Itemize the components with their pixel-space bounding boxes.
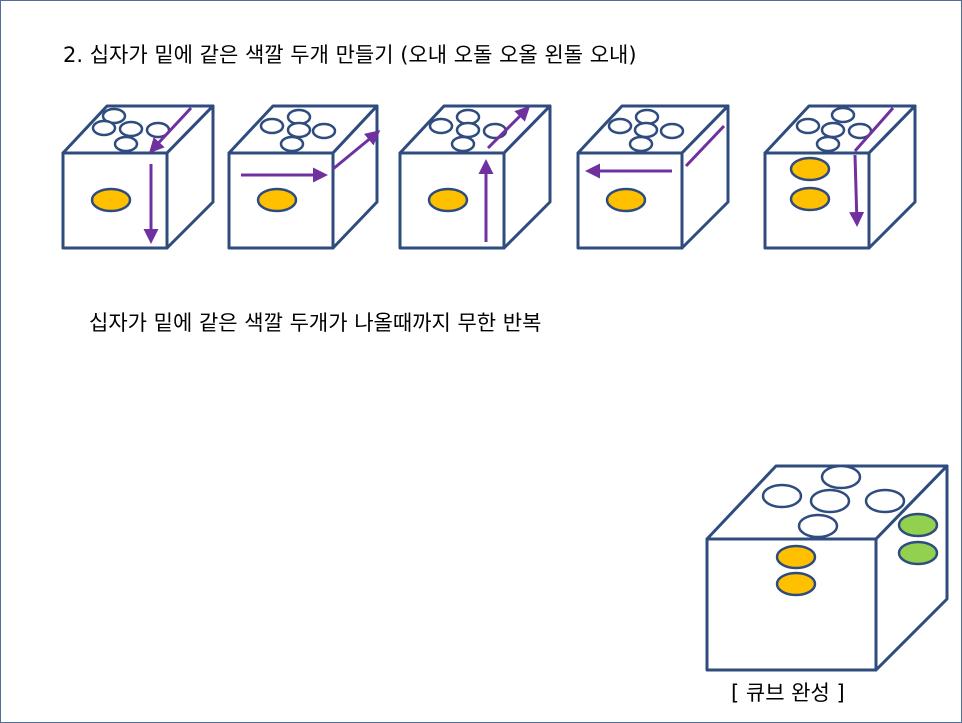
side-green-sticker-top: [897, 512, 939, 538]
step-4-cube: [576, 104, 730, 250]
top-diagonal-arrow-icon: [486, 105, 531, 150]
step-3-cube: [398, 104, 552, 250]
front-orange-sticker-bottom: [789, 186, 831, 212]
side-green-sticker-bottom: [897, 540, 939, 566]
top-stickers: [91, 107, 171, 153]
side-diagonal-arrow-icon: [332, 130, 381, 171]
cube-outline: [576, 104, 730, 250]
step-1-cube: [61, 104, 215, 250]
side-diagonal-arrow-icon: [684, 124, 726, 168]
front-orange-sticker-top: [775, 544, 817, 570]
top-stickers: [259, 108, 337, 153]
top-diagonal-arrow-icon: [148, 106, 193, 154]
front-orange-sticker-bottom: [775, 571, 817, 597]
front-orange-sticker: [427, 187, 469, 213]
step-5-cube: [763, 104, 917, 250]
front-orange-sticker: [605, 187, 647, 213]
top-diagonal-arrow-icon: [853, 107, 895, 152]
cube-complete-label: [ 큐브 완성 ]: [731, 681, 845, 705]
top-stickers: [428, 108, 508, 153]
page-title: 2. 십자가 밑에 같은 색깔 두개 만들기 (오내 오돌 오올 왼돌 오내): [63, 43, 637, 67]
top-stickers: [795, 106, 873, 153]
front-down-arrow-icon: [849, 154, 865, 227]
top-stickers: [607, 108, 685, 153]
top-stickers: [761, 464, 906, 539]
step-2-cube: [227, 104, 381, 250]
front-orange-sticker: [256, 187, 298, 213]
repeat-instruction: 십자가 밑에 같은 색깔 두개가 나올때까지 무한 반복: [89, 311, 542, 335]
front-orange-sticker: [90, 187, 132, 213]
completed-cube: [705, 464, 949, 672]
cube-outline: [61, 104, 215, 250]
front-orange-sticker-top: [789, 156, 831, 182]
